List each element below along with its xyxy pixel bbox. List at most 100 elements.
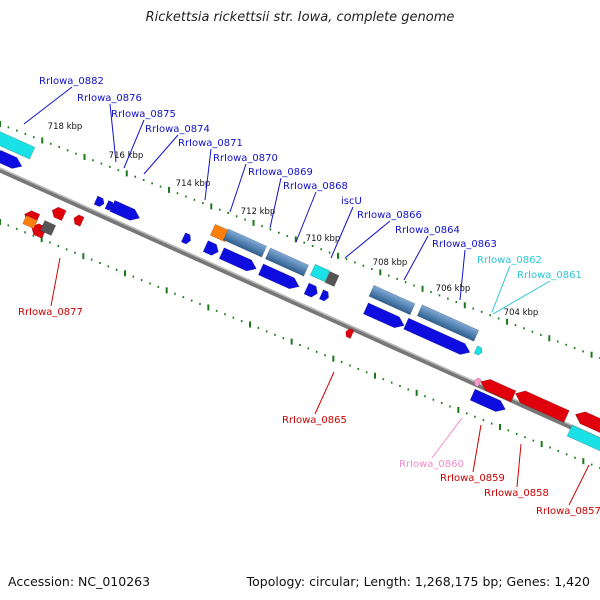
gene-forward-0870b: [202, 240, 219, 256]
gene-label-iscu: iscU: [330, 196, 362, 259]
gene-label-rriowa_0882: RrIowa_0882: [23, 76, 104, 125]
leader-line: [403, 235, 429, 281]
gene-shape: [368, 284, 416, 316]
gene-forward-small-1: [93, 195, 105, 207]
gene-label-rriowa_0871: RrIowa_0871: [178, 138, 243, 201]
gene-label-text: RrIowa_0868: [283, 181, 348, 192]
lower-tick-track: [0, 219, 600, 469]
gene-label-rriowa_0857: RrIowa_0857: [536, 464, 600, 517]
leader-line: [459, 249, 466, 301]
gene-label-text: RrIowa_0861: [517, 270, 582, 281]
kbp-tick-label: 714 kbp: [176, 179, 211, 189]
leader-line: [23, 86, 73, 125]
gene-shape: [574, 411, 600, 434]
leader-line: [123, 119, 145, 169]
leader-line: [492, 280, 551, 315]
gene-shape: [0, 130, 36, 160]
gene-forward-small-4: [303, 282, 318, 298]
gene-shape: [22, 215, 38, 229]
gene-label-rriowa_0862: RrIowa_0862: [477, 255, 542, 313]
gene-label-text: RrIowa_0871: [178, 138, 243, 149]
gene-label-rriowa_0860: RrIowa_0860: [399, 417, 464, 470]
gene-shape: [403, 317, 471, 355]
gene-label-rriowa_0874: RrIowa_0874: [143, 124, 210, 175]
gene-shape: [257, 263, 300, 290]
gene-shape: [309, 263, 331, 283]
gene-shape: [51, 206, 67, 222]
gene-label-text: RrIowa_0866: [357, 210, 422, 221]
gene-label-text: RrIowa_0864: [395, 225, 460, 236]
leader-line: [344, 220, 391, 259]
gene-reverse-0877b: [51, 206, 67, 222]
gene-shape: [222, 228, 268, 258]
gene-trna-0877: [22, 215, 38, 229]
gene-shape: [416, 304, 480, 342]
kbp-tick-label: 710 kbp: [306, 234, 341, 244]
gene-shape: [39, 220, 57, 236]
gene-shape: [202, 240, 219, 256]
gene-block-0864: [368, 284, 416, 316]
gene-forward-0869b: [218, 247, 257, 272]
gene-forward-small-5: [318, 289, 329, 302]
gene-label-text: iscU: [341, 196, 362, 207]
gene-label-rriowa_0875: RrIowa_0875: [111, 109, 176, 169]
gene-label-text: RrIowa_0865: [282, 415, 347, 426]
gene-shape: [73, 214, 85, 227]
gene-rrna-0862: [473, 345, 483, 356]
gene-label-rriowa_0861: RrIowa_0861: [492, 270, 582, 315]
gene-shape: [264, 247, 310, 277]
gene-shape: [0, 149, 23, 169]
gene-label-rriowa_0866: RrIowa_0866: [344, 210, 422, 259]
gene-label-rriowa_0870: RrIowa_0870: [213, 153, 278, 213]
leader-line: [472, 424, 482, 473]
gene-rrna-iscU: [309, 263, 331, 283]
gene-label-text: RrIowa_0882: [39, 76, 104, 87]
gene-reverse-0858: [515, 390, 570, 423]
gene-label-text: RrIowa_0874: [145, 124, 210, 135]
leader-line: [516, 443, 522, 488]
gene-label-text: RrIowa_0862: [477, 255, 542, 266]
gene-shape: [324, 271, 340, 287]
gene-label-text: RrIowa_0859: [440, 473, 505, 484]
leader-line: [491, 265, 511, 313]
gene-pseudo-0860: [473, 377, 482, 388]
gene-forward-small-3: [180, 232, 191, 245]
gene-label-rriowa_0863: RrIowa_0863: [432, 239, 497, 301]
gene-label-rriowa_0876: RrIowa_0876: [77, 93, 142, 163]
kbp-tick-label: 712 kbp: [241, 207, 276, 217]
gene-label-rriowa_0868: RrIowa_0868: [283, 181, 348, 243]
leader-line: [330, 206, 354, 259]
gene-shape: [362, 302, 405, 329]
leader-line: [568, 464, 590, 506]
gene-shape: [473, 377, 482, 388]
gene-shape: [345, 328, 355, 339]
gene-label-text: RrIowa_0876: [77, 93, 142, 104]
gene-label-text: RrIowa_0858: [484, 488, 549, 499]
gene-shape: [318, 289, 329, 302]
gene-forward-0863b: [403, 317, 471, 355]
upper-tick-track: [0, 121, 600, 359]
gene-shape: [473, 345, 483, 356]
gene-shape: [469, 388, 506, 412]
gene-label-rriowa_0859: RrIowa_0859: [440, 424, 505, 484]
gene-reverse-0865: [345, 328, 355, 339]
gene-shape: [480, 379, 517, 403]
gene-shape: [109, 199, 141, 221]
gene-label-text: RrIowa_0875: [111, 109, 176, 120]
accession-label: Accession: NC_010263: [8, 574, 151, 589]
genome-summary-label: Topology: circular; Length: 1,268,175 bp…: [246, 574, 590, 589]
kbp-tick-label: 716 kbp: [109, 151, 144, 161]
gene-forward-0868: [257, 263, 300, 290]
leader-line: [295, 191, 317, 243]
gene-reverse-0857: [574, 411, 600, 434]
gene-label-rriowa_0869: RrIowa_0869: [248, 167, 313, 229]
leader-line: [109, 103, 117, 163]
gene-label-text: RrIowa_0877: [18, 307, 83, 318]
gene-shape: [515, 390, 570, 423]
gene-label-rriowa_0864: RrIowa_0864: [395, 225, 460, 281]
gene-shape: [180, 232, 191, 245]
gene-shape: [93, 195, 105, 207]
gene-label-text: RrIowa_0870: [213, 153, 278, 164]
map-title: Rickettsia rickettsii str. Iowa, complet…: [145, 10, 455, 25]
